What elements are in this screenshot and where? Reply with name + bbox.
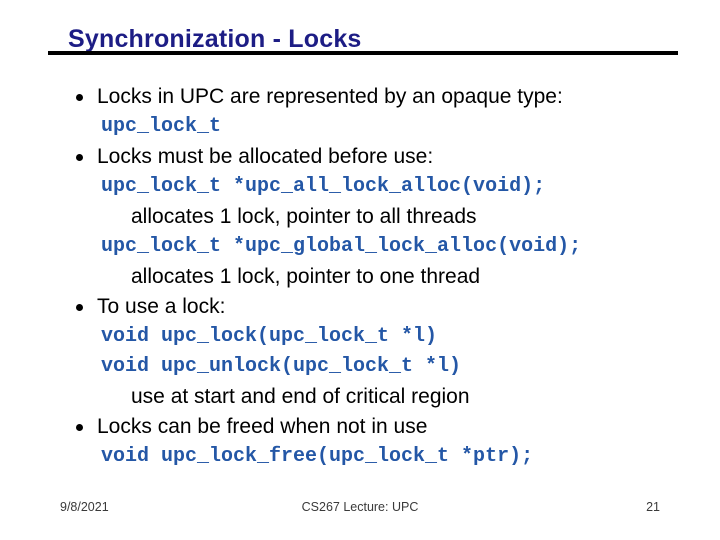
footer-page-number: 21 [646,500,660,514]
footer-lecture-label: CS267 Lecture: UPC [301,500,419,514]
code-line: void upc_unlock(upc_lock_t *l) [101,355,462,378]
bullet-icon [76,424,83,431]
page-title: Synchronization - Locks [68,25,362,53]
bullet-icon [76,304,83,311]
code-line: void upc_lock(upc_lock_t *l) [101,325,438,348]
title-underline [48,51,678,55]
note-line: use at start and end of critical region [131,385,470,408]
bullet-icon [76,154,83,161]
footer-date: 9/8/2021 [60,500,109,514]
note-line: allocates 1 lock, pointer to one thread [131,265,481,288]
bullet-icon [76,94,83,101]
footer: 9/8/2021 CS267 Lecture: UPC 21 [0,500,720,518]
note-line: allocates 1 lock, pointer to all threads [131,205,477,228]
code-line: void upc_lock_free(upc_lock_t *ptr); [101,445,534,468]
bullet-item: To use a lock: [0,292,720,322]
code-line: upc_lock_t *upc_global_lock_alloc(void); [101,235,582,258]
bullet-item: Locks can be freed when not in use [0,412,720,442]
code-line: upc_lock_t [101,115,222,138]
slide-body: Locks in UPC are represented by an opaqu… [0,82,720,472]
bullet-item: Locks in UPC are represented by an opaqu… [0,82,720,112]
bullet-item: Locks must be allocated before use: [0,142,720,172]
code-line: upc_lock_t *upc_all_lock_alloc(void); [101,175,546,198]
